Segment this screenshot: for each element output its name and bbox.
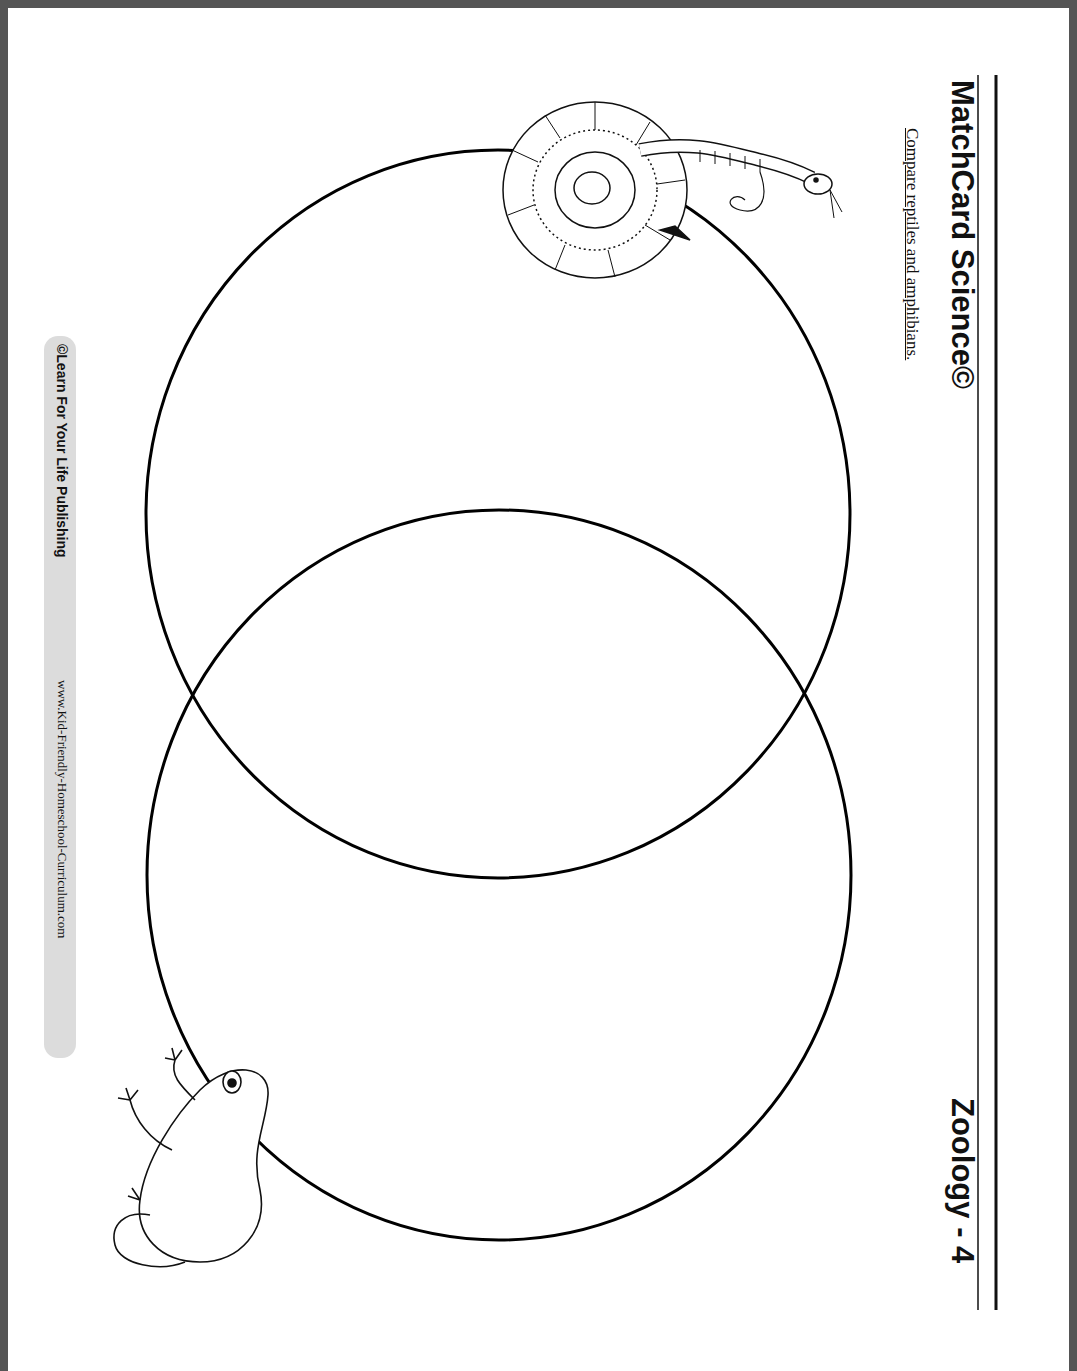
rule-line <box>995 75 998 1310</box>
page-frame <box>4 4 1073 1371</box>
subtitle: Compare reptiles and amphibians. <box>902 128 922 360</box>
frog-illustration <box>114 1048 268 1267</box>
publisher-note: ©Learn For Your Life Publishing <box>54 344 70 558</box>
snake-illustration <box>503 102 842 278</box>
venn-circle <box>146 150 850 878</box>
unit-label: Zoology - 4 <box>944 1098 980 1263</box>
footer-pill <box>44 336 76 1058</box>
worksheet-title: MatchCard Science© <box>944 80 980 389</box>
website-url: www.Kid-Friendly-Homeschool-Curriculum.c… <box>54 680 69 938</box>
